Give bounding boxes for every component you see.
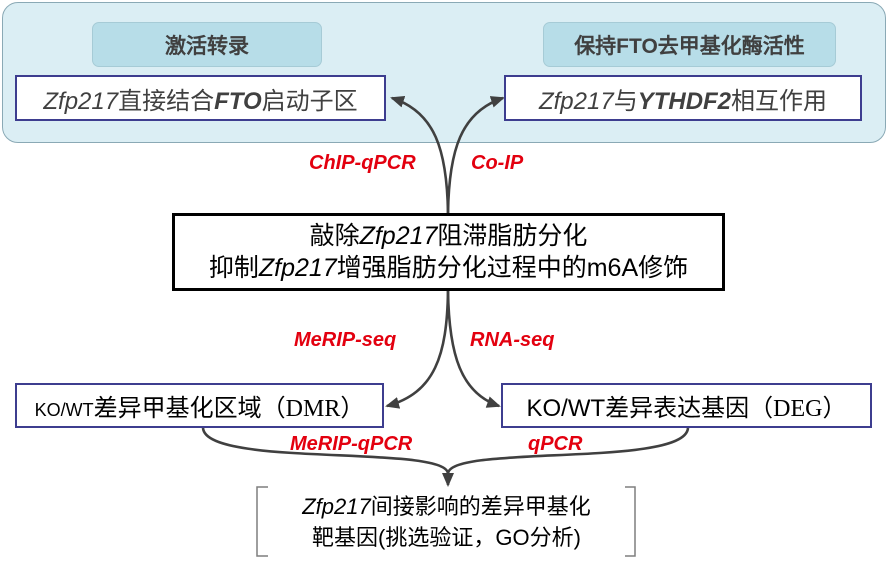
result-line-2: 靶基因(挑选验证，GO分析) (312, 522, 581, 553)
merip-seq-label: MeRIP-seq (294, 329, 397, 351)
gene-name: Zfp217 (302, 494, 371, 519)
gene-name: Zfp217 (538, 87, 614, 115)
abbreviation: （DEG） (749, 396, 847, 422)
target-name: YTHDF2 (637, 87, 732, 115)
box-text: KO/WT差异表达基因 (526, 395, 750, 422)
box-line: KO/WT差异表达基因（DEG） (527, 388, 847, 423)
merip-qpcr-label: MeRIP-qPCR (290, 433, 413, 455)
line-text: 增强脂肪分化过程中的m6A修饰 (336, 254, 689, 282)
chip-qpcr-label: ChIP-qPCR (309, 152, 416, 174)
box-text: 与 (613, 87, 638, 115)
line-text: 靶基因(挑选验证，GO分析) (312, 525, 581, 550)
abbreviation: （DMR） (261, 396, 365, 422)
qpcr-label: qPCR (528, 433, 583, 455)
line-text: 阻滞脂肪分化 (437, 222, 588, 250)
deg-box: KO/WT差异表达基因（DEG） (501, 383, 872, 428)
line-text: 间接影响的差异甲基化 (370, 494, 591, 519)
gene-name: Zfp217 (359, 222, 438, 250)
target-name: FTO (214, 87, 262, 115)
comparison-label: KO/WT (34, 400, 94, 420)
label-text: 激活转录 (165, 34, 249, 58)
gene-name: Zfp217 (43, 87, 119, 115)
maintain-fto-activity-label: 保持FTO去甲基化酶活性 (543, 22, 836, 67)
gene-name: Zfp217 (258, 254, 337, 282)
label-text: 保持FTO去甲基化酶活性 (574, 34, 805, 58)
right-bracket (625, 486, 636, 557)
line-text: 敲除 (309, 222, 360, 250)
box-text: 差异甲基化区域 (93, 395, 262, 422)
co-ip-label: Co-IP (471, 152, 524, 174)
box-text: 相互作用 (731, 87, 828, 115)
box-text: 启动子区 (261, 87, 358, 115)
line-text: 抑制 (208, 254, 259, 282)
activate-transcription-label: 激活转录 (92, 22, 322, 67)
left-bracket (256, 486, 268, 557)
box-text: 直接结合 (118, 87, 215, 115)
rna-seq-label: RNA-seq (470, 329, 555, 351)
